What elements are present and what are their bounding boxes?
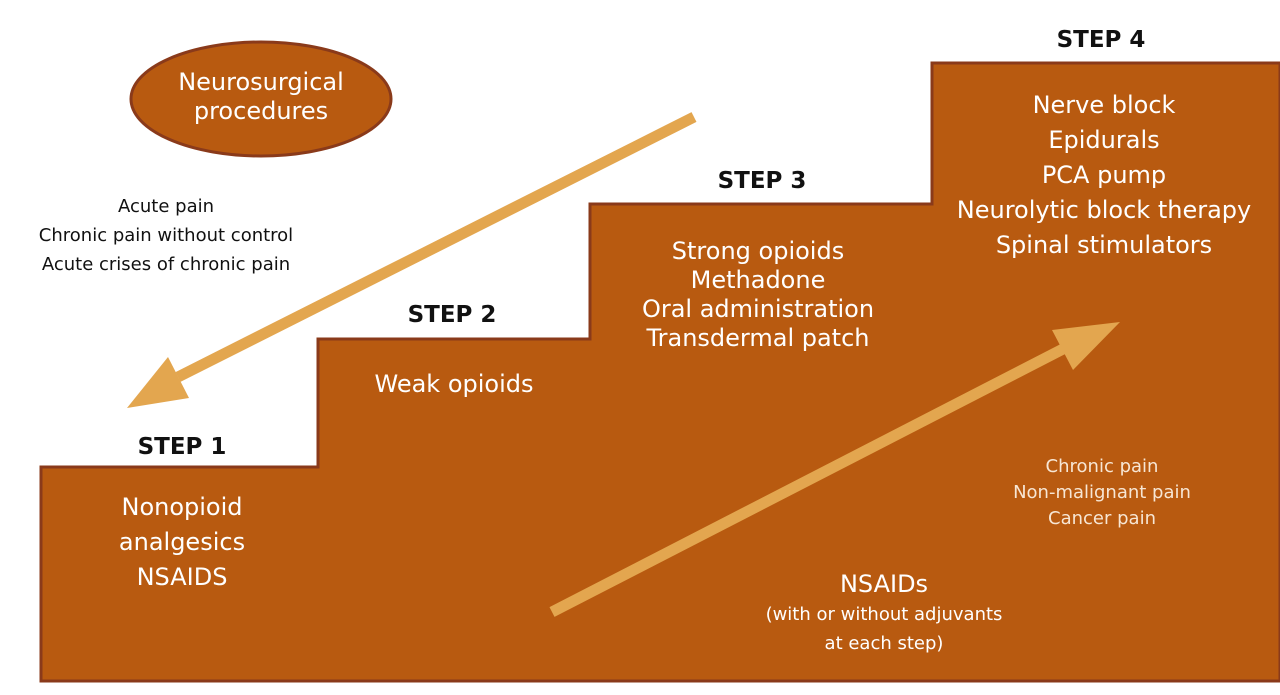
step-4-item: PCA pump bbox=[1041, 161, 1167, 189]
note-non-malignant-pain: Non-malignant pain bbox=[1013, 482, 1191, 503]
step-4-item: Epidurals bbox=[1048, 126, 1160, 154]
step-4-item: Nerve block bbox=[1032, 91, 1176, 119]
descending-arrow bbox=[127, 112, 697, 408]
ascending-arrow bbox=[549, 322, 1120, 617]
step-3-label: STEP 3 bbox=[717, 168, 807, 194]
nsaids-title: NSAIDs bbox=[839, 570, 929, 598]
step-3-item: Transdermal patch bbox=[646, 324, 870, 352]
note-cancer-pain: Cancer pain bbox=[1048, 508, 1156, 529]
step-4-label: STEP 4 bbox=[1056, 27, 1146, 53]
neurosurgical-procedures-label: Neurosurgical procedures bbox=[178, 68, 344, 125]
nsaids-sub-line-2: at each step) bbox=[824, 633, 944, 654]
neurosurgical-procedures-ellipse bbox=[129, 40, 393, 158]
note-chronic-pain: Chronic pain bbox=[1045, 456, 1159, 477]
step-2-items: Weak opioids bbox=[334, 367, 574, 402]
staircase-block bbox=[39, 61, 1280, 683]
note-acute-pain: Acute pain bbox=[117, 196, 215, 217]
acute-pain-notes: Acute pain Chronic pain without control … bbox=[16, 192, 316, 279]
step-1-item: NSAIDS bbox=[136, 563, 228, 591]
step-1-items: Nonopioid analgesics NSAIDS bbox=[72, 490, 292, 595]
chronic-pain-notes: Chronic pain Non-malignant pain Cancer p… bbox=[982, 454, 1222, 532]
step-4-item: Neurolytic block therapy bbox=[956, 196, 1252, 224]
step-1-item: Nonopioid bbox=[121, 493, 243, 521]
nsaids-note: NSAIDs (with or without adjuvants at eac… bbox=[724, 568, 1044, 658]
step-3-item: Strong opioids bbox=[671, 237, 845, 265]
step-1-item: analgesics bbox=[118, 528, 246, 556]
note-chronic-pain-without-control: Chronic pain without control bbox=[38, 225, 294, 246]
step-3-items: Strong opioids Methadone Oral administra… bbox=[608, 237, 908, 353]
step-3-item: Methadone bbox=[690, 266, 826, 294]
step-2-label: STEP 2 bbox=[407, 302, 497, 328]
step-3-item: Oral administration bbox=[641, 295, 875, 323]
step-2-item: Weak opioids bbox=[374, 370, 534, 398]
nsaids-sub-line-1: (with or without adjuvants bbox=[765, 604, 1003, 625]
step-4-items: Nerve block Epidurals PCA pump Neurolyti… bbox=[944, 88, 1264, 263]
note-acute-crises: Acute crises of chronic pain bbox=[41, 254, 291, 275]
step-4-item: Spinal stimulators bbox=[995, 231, 1213, 259]
step-1-label: STEP 1 bbox=[137, 434, 227, 460]
